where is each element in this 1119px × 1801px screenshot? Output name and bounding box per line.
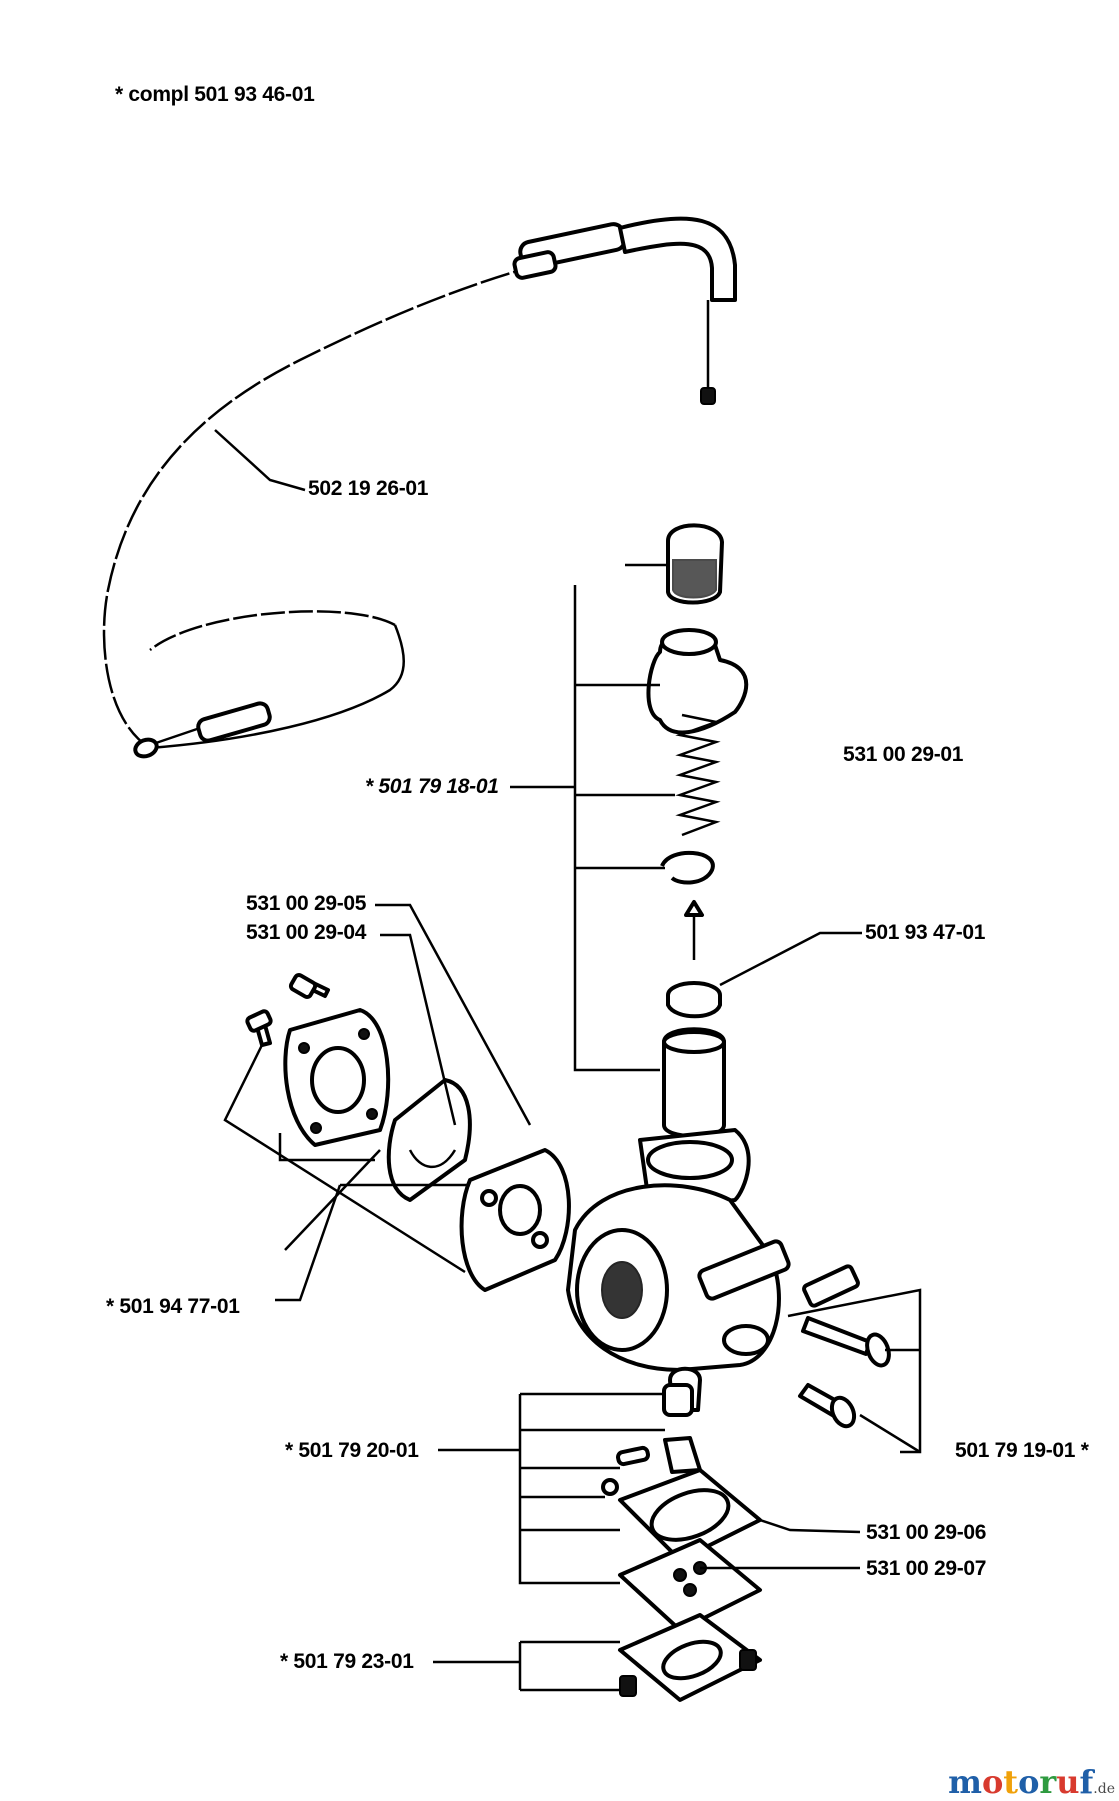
leader-lines (214, 429, 922, 1692)
watermark-letter: m (948, 1763, 982, 1801)
header-note: * compl 501 93 46-01 (115, 83, 315, 106)
needle-stack (646, 523, 749, 1139)
spring (675, 713, 721, 837)
label-screws: 501 79 19-01 * (955, 1439, 1089, 1462)
pump-housing-group (245, 973, 571, 1292)
watermark-letter: f (1079, 1763, 1094, 1801)
label-housing-set: * 501 94 77-01 (106, 1295, 240, 1318)
watermark-letter: t (1003, 1763, 1019, 1801)
label-gasket-05: 531 00 29-05 (246, 892, 367, 915)
carburetor-body (566, 1128, 860, 1412)
watermark-text: motoruf (948, 1763, 1093, 1801)
label-lever-set: * 501 79 20-01 (285, 1439, 419, 1462)
watermark-letter: o (1018, 1763, 1040, 1801)
watermark-logo: motoruf.de (948, 1766, 1115, 1798)
label-diaphragm-06: 531 00 29-06 (866, 1521, 987, 1544)
watermark-letter: u (1056, 1763, 1080, 1801)
label-needle: 501 93 47-01 (865, 921, 986, 944)
label-carb: 531 00 29-01 (843, 743, 964, 766)
watermark-letter: r (1039, 1763, 1057, 1801)
label-pump-set: * 501 79 18-01 (365, 775, 499, 798)
watermark-letter: o (981, 1763, 1004, 1801)
label-gasket-04: 531 00 29-04 (246, 921, 367, 944)
diaphragm-stack (618, 1468, 762, 1702)
throttle-cable (102, 216, 737, 759)
adjust-screws (798, 1316, 891, 1429)
watermark-suffix: .de (1093, 1781, 1115, 1797)
label-cover-set: * 501 79 23-01 (280, 1650, 414, 1673)
label-cable: 502 19 26-01 (308, 477, 429, 500)
label-diaphragm-07: 531 00 29-07 (866, 1557, 987, 1580)
